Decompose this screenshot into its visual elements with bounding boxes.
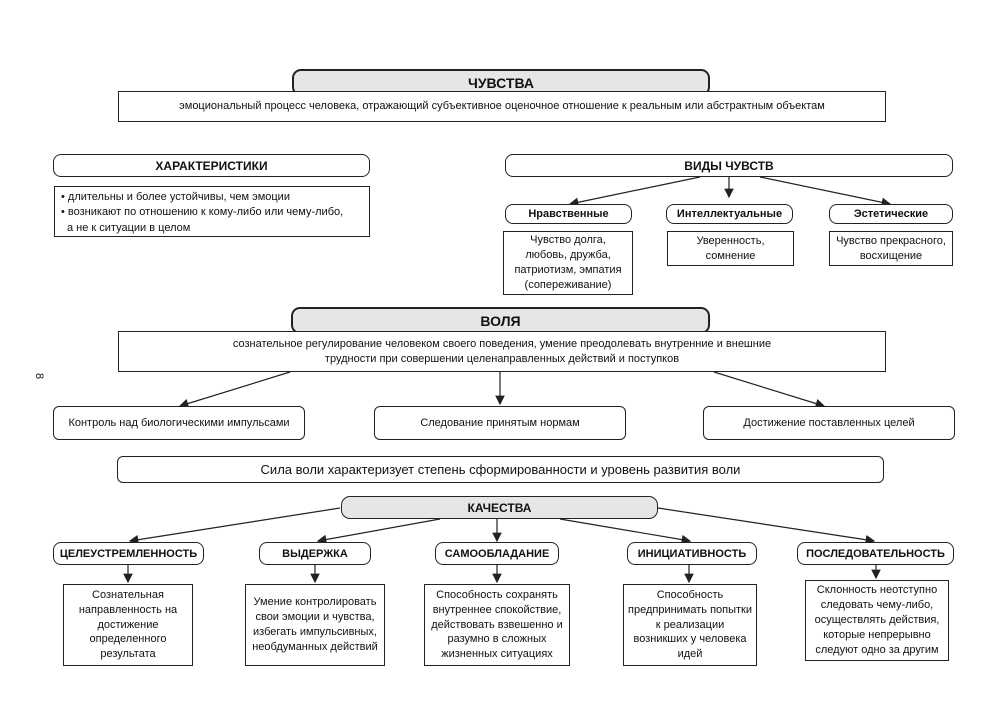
- will-definition-line1: сознательное регулирование человеком сво…: [232, 337, 772, 350]
- willpower-statement-text: Сила воли характеризует степень сформиро…: [260, 462, 741, 477]
- arrow-to-quality-2: [316, 518, 441, 545]
- quality-name: ЦЕЛЕУСТРЕМЛЕННОСТЬ: [59, 547, 198, 560]
- type-intellectual: Интеллектуальные: [666, 204, 793, 224]
- quality-name: ПОСЛЕДОВАТЕЛЬНОСТЬ: [806, 547, 945, 560]
- quality-desc-text: Склонность неотступно следовать чему-либ…: [814, 584, 940, 656]
- arrow-to-goals: [713, 371, 826, 409]
- type-moral-desc: Чувство долга, любовь, дружба, патриотиз…: [503, 231, 633, 295]
- will-definition-line2: трудности при совершении целенаправленны…: [324, 352, 680, 365]
- quality-initiative: ИНИЦИАТИВНОСТЬ: [627, 542, 757, 565]
- quality-desc: Сознательная направленность на достижени…: [63, 584, 193, 666]
- feelings-definition-text: эмоциональный процесс человека, отражающ…: [179, 100, 825, 113]
- will-title-text: ВОЛЯ: [480, 312, 521, 329]
- quality-restraint: ВЫДЕРЖКА: [259, 542, 371, 565]
- quality-desc-text: Способность сохранять внутреннее спокойс…: [431, 588, 563, 661]
- quality-name: ВЫДЕРЖКА: [282, 547, 348, 560]
- quality-consistency: ПОСЛЕДОВАТЕЛЬНОСТЬ: [797, 542, 954, 565]
- quality-desc: Умение контролировать свои эмоции и чувс…: [245, 584, 385, 666]
- will-function-control: Контроль над биологическими импульсами: [53, 406, 305, 440]
- quality-desc: Способность предпринимать попытки к реал…: [623, 584, 757, 666]
- will-function-norms-text: Следование принятым нормам: [420, 417, 580, 429]
- type-aesthetic-desc: Чувство прекрасного, восхищение: [829, 231, 953, 266]
- arrow-to-control: [178, 371, 291, 409]
- will-function-control-text: Контроль над биологическими импульсами: [68, 417, 290, 429]
- type-aesthetic-desc-text: Чувство прекрасного, восхищение: [836, 234, 946, 262]
- characteristic-item: • длительны и более устойчивы, чем эмоци…: [61, 191, 290, 203]
- quality-desc-text: Способность предпринимать попытки к реал…: [628, 588, 753, 661]
- will-definition: сознательное регулирование человеком сво…: [118, 331, 886, 372]
- quality-name: ИНИЦИАТИВНОСТЬ: [637, 547, 747, 560]
- type-moral-desc-text: Чувство долга, любовь, дружба, патриотиз…: [514, 234, 622, 291]
- type-moral-label: Нравственные: [528, 208, 609, 220]
- characteristics-list: • длительны и более устойчивы, чем эмоци…: [54, 186, 370, 237]
- type-intellectual-desc-text: Уверенность, сомнение: [696, 234, 765, 262]
- qualities-title-text: КАЧЕСТВА: [467, 500, 532, 515]
- will-function-goals-text: Достижение поставленных целей: [743, 417, 915, 429]
- willpower-statement: Сила воли характеризует степень сформиро…: [117, 456, 884, 483]
- type-intellectual-label: Интеллектуальные: [676, 208, 783, 220]
- type-moral: Нравственные: [505, 204, 632, 224]
- characteristic-item: а не к ситуации в целом: [67, 221, 191, 234]
- will-function-norms: Следование принятым нормам: [374, 406, 626, 440]
- type-aesthetic: Эстетические: [829, 204, 953, 224]
- quality-desc-text: Умение контролировать свои эмоции и чувс…: [252, 596, 378, 653]
- quality-name: САМООБЛАДАНИЕ: [444, 547, 550, 560]
- characteristics-title: ХАРАКТЕРИСТИКИ: [53, 154, 370, 177]
- qualities-title: КАЧЕСТВА: [341, 496, 658, 519]
- feeling-types-title-text: ВИДЫ ЧУВСТВ: [684, 158, 774, 173]
- feelings-title-text: ЧУВСТВА: [468, 74, 534, 91]
- quality-purposefulness: ЦЕЛЕУСТРЕМЛЕННОСТЬ: [53, 542, 204, 565]
- characteristic-item: • возникают по отношению к кому-либо или…: [61, 206, 344, 219]
- feelings-definition: эмоциональный процесс человека, отражающ…: [118, 91, 886, 122]
- arrow-to-quality-5: [657, 507, 876, 545]
- type-intellectual-desc: Уверенность, сомнение: [667, 231, 794, 266]
- arrow-to-quality-1: [128, 507, 341, 545]
- will-function-goals: Достижение поставленных целей: [703, 406, 955, 440]
- characteristics-title-text: ХАРАКТЕРИСТИКИ: [155, 158, 268, 173]
- arrow-to-quality-4: [559, 518, 692, 545]
- quality-desc-text: Сознательная направленность на достижени…: [78, 588, 178, 661]
- arrow-to-aesthetic: [759, 176, 892, 207]
- type-aesthetic-label: Эстетические: [853, 208, 929, 220]
- quality-desc: Способность сохранять внутреннее спокойс…: [424, 584, 570, 666]
- arrow-to-moral: [568, 176, 701, 207]
- quality-self-control: САМООБЛАДАНИЕ: [435, 542, 559, 565]
- will-title: ВОЛЯ: [291, 307, 710, 334]
- quality-desc: Склонность неотступно следовать чему-либ…: [805, 580, 949, 661]
- feeling-types-title: ВИДЫ ЧУВСТВ: [505, 154, 953, 177]
